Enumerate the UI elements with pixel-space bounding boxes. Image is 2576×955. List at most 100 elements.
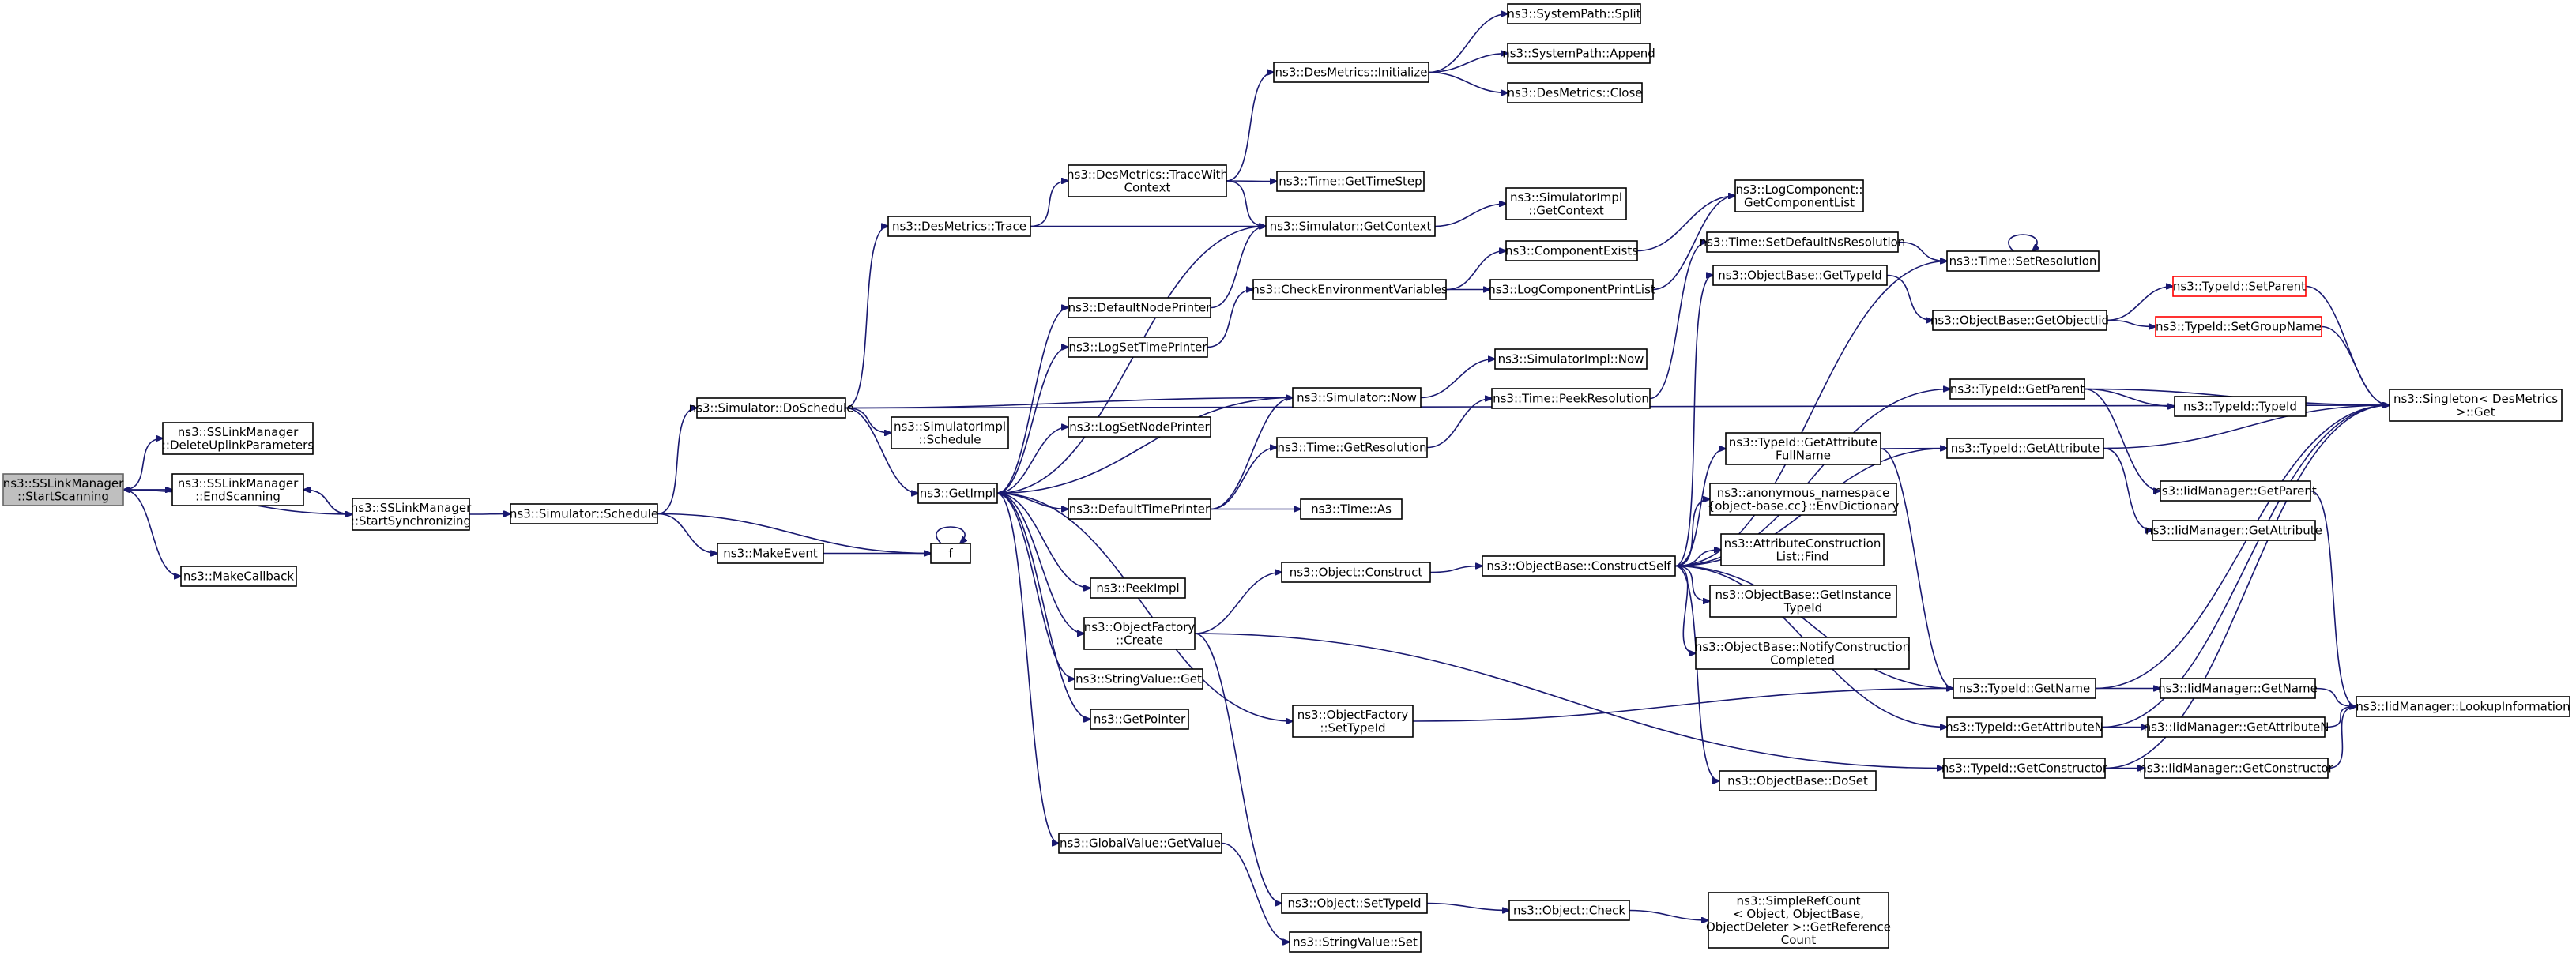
node-anon-envdict[interactable]: ns3::anonymous_namespace{object-base.cc}…	[1708, 483, 1900, 516]
node-objfactory-settypeid[interactable]: ns3::ObjectFactory::SetTypeId	[1292, 705, 1414, 738]
node-stringvalue-get[interactable]: ns3::StringValue::Get	[1074, 668, 1203, 690]
node-box	[1491, 388, 1651, 409]
node-simplerefcount[interactable]: ns3::SimpleRefCount< Object, ObjectBase,…	[1706, 892, 1891, 949]
edge-path	[1629, 909, 1708, 921]
node-globalvalue-getvalue[interactable]: ns3::GlobalValue::GetValue	[1058, 833, 1222, 854]
node-stringvalue-set[interactable]: ns3::StringValue::Set	[1289, 931, 1422, 953]
node-log-set-time-printer[interactable]: ns3::LogSetTimePrinter	[1068, 337, 1208, 358]
node-label: ns3::TypeId::SetParent	[2173, 280, 2306, 294]
node-start-sync[interactable]: ns3::SSLinkManager::StartSynchronizing	[351, 498, 472, 531]
node-typeid-getname[interactable]: ns3::TypeId::GetName	[1953, 678, 2096, 699]
node-objbase-notify[interactable]: ns3::ObjectBase::NotifyConstructionCompl…	[1695, 637, 1910, 670]
edge-get-impl-to-objfactory-create	[996, 492, 1084, 634]
node-log-comp-printlist[interactable]: ns3::LogComponentPrintList	[1488, 279, 1655, 300]
node-sp-append[interactable]: ns3::SystemPath::Append	[1502, 43, 1655, 64]
edge-path	[1674, 449, 1726, 567]
node-objfactory-create[interactable]: ns3::ObjectFactory::Create	[1083, 617, 1196, 650]
node-end-scanning[interactable]: ns3::SSLinkManager::EndScanning	[171, 473, 304, 506]
node-box	[1734, 179, 1864, 212]
node-peek-impl[interactable]: ns3::PeekImpl	[1090, 577, 1186, 599]
node-singleton-get[interactable]: ns3::Singleton< DesMetrics>::Get	[2389, 389, 2563, 422]
node-simimpl-schedule[interactable]: ns3::SimulatorImpl::Schedule	[891, 416, 1009, 449]
edge-path	[2106, 287, 2173, 321]
node-get-impl[interactable]: ns3::GetImpl	[917, 483, 998, 504]
node-f[interactable]: f	[930, 543, 971, 564]
node-default-node-printer[interactable]: ns3::DefaultNodePrinter	[1068, 297, 1212, 318]
node-iid-getattr[interactable]: ns3::IidManager::GetAttribute	[2145, 520, 2322, 541]
node-box	[887, 216, 1031, 237]
node-delete-uplink[interactable]: ns3::SSLinkManager::DeleteUplinkParamete…	[162, 422, 314, 455]
node-time-getres[interactable]: ns3::Time::GetResolution	[1276, 437, 1428, 458]
node-sim-now[interactable]: ns3::Simulator::Now	[1292, 387, 1422, 408]
edge-path	[1652, 196, 1735, 291]
node-iid-getparent[interactable]: ns3::IidManager::GetParent	[2154, 480, 2317, 502]
node-box	[891, 416, 1009, 449]
edge-get-impl-to-objfactory-settypeid	[996, 492, 1293, 722]
node-time-peekres[interactable]: ns3::Time::PeekResolution	[1491, 388, 1651, 409]
node-sim-schedule[interactable]: ns3::Simulator::Schedule	[510, 503, 658, 524]
node-label: ns3::LogComponentPrintList	[1488, 283, 1655, 297]
node-simimpl-now[interactable]: ns3::SimulatorImpl::Now	[1494, 348, 1648, 370]
node-time-timestep[interactable]: ns3::Time::GetTimeStep	[1276, 171, 1425, 192]
node-label: ns3::Time::GetResolution	[1278, 441, 1427, 455]
node-typeid-setgroupname[interactable]: ns3::TypeId::SetGroupName	[2155, 316, 2322, 337]
node-objbase-getobjecttid[interactable]: ns3::ObjectBase::GetObjectIid	[1930, 310, 2109, 331]
edge-path	[2106, 319, 2156, 327]
node-typeid-getattr[interactable]: ns3::TypeId::GetAttribute	[1946, 438, 2104, 459]
node-time-as[interactable]: ns3::Time::As	[1300, 498, 1403, 520]
node-sim-getcontext[interactable]: ns3::Simulator::GetContext	[1265, 216, 1436, 237]
node-sp-split[interactable]: ns3::SystemPath::Split	[1507, 3, 1641, 24]
node-log-set-node-printer[interactable]: ns3::LogSetNodePrinter	[1068, 416, 1211, 438]
node-object-check[interactable]: ns3::Object::Check	[1508, 900, 1630, 921]
node-get-pointer[interactable]: ns3::GetPointer	[1090, 709, 1189, 730]
node-des-close[interactable]: ns3::DesMetrics::Close	[1507, 82, 1643, 103]
edge-typeid-getattr-to-singleton-get	[2103, 405, 2390, 449]
node-object-construct[interactable]: ns3::Object::Construct	[1281, 562, 1431, 583]
edge-sim-now-to-simimpl-now	[1420, 359, 1495, 399]
node-logcomp-list[interactable]: ns3::LogComponent::GetComponentList	[1734, 179, 1864, 212]
node-iid-getname[interactable]: ns3::IidManager::GetName	[2158, 678, 2318, 699]
edge-path	[996, 492, 1090, 588]
edge-typeid-getconstructor-to-singleton-get	[2104, 405, 2390, 769]
node-des-trace[interactable]: ns3::DesMetrics::Trace	[887, 216, 1031, 237]
node-objbase-doset[interactable]: ns3::ObjectBase::DoSet	[1719, 770, 1877, 791]
node-label: ns3::DesMetrics::Trace	[892, 220, 1026, 234]
node-des-init[interactable]: ns3::DesMetrics::Initialize	[1273, 62, 1429, 83]
node-typeid-getconstructor[interactable]: ns3::TypeId::GetConstructor	[1941, 758, 2108, 779]
node-typeid-getparent[interactable]: ns3::TypeId::GetParent	[1949, 378, 2085, 400]
node-objbase-construct[interactable]: ns3::ObjectBase::ConstructSelf	[1482, 555, 1676, 577]
node-iid-lookup[interactable]: ns3::IidManager::LookupInformation	[2356, 696, 2570, 717]
node-object-settypeid[interactable]: ns3::Object::SetTypeId	[1281, 893, 1428, 914]
node-make-event[interactable]: ns3::MakeEvent	[717, 543, 824, 564]
node-start-scanning[interactable]: ns3::SSLinkManager::StartScanning	[2, 473, 124, 506]
node-time-setdefaultns[interactable]: ns3::Time::SetDefaultNsResolution	[1700, 231, 1906, 253]
node-make-callback[interactable]: ns3::MakeCallback	[180, 566, 297, 587]
node-typeid-getattrn[interactable]: ns3::TypeId::GetAttributeN	[1945, 716, 2103, 738]
edge-objbase-construct-to-typeid-getattrfullname	[1674, 449, 1726, 567]
node-typeid-typeid[interactable]: ns3::TypeId::TypeId	[2174, 396, 2307, 417]
node-time-setres[interactable]: ns3::Time::SetResolution	[1946, 250, 2100, 272]
node-simimpl-getcontext[interactable]: ns3::SimulatorImpl::GetContext	[1505, 187, 1627, 220]
node-label: ns3::Object::Construct	[1290, 566, 1423, 580]
node-iid-getconstructor[interactable]: ns3::IidManager::GetConstructor	[2139, 758, 2334, 779]
node-label: ns3::GetPointer	[1094, 712, 1186, 727]
node-default-time-printer[interactable]: ns3::DefaultTimePrinter	[1068, 498, 1211, 520]
edge-path	[1445, 251, 1506, 291]
edge-des-trace-to-des-trace-ctx	[1030, 181, 1068, 227]
edge-path	[1210, 448, 1277, 510]
node-check-env[interactable]: ns3::CheckEnvironmentVariables	[1252, 279, 1448, 300]
node-iid-getattrn[interactable]: ns3::IidManager::GetAttributeN	[2144, 716, 2329, 738]
edge-path	[1194, 573, 1282, 634]
edge-path	[2305, 285, 2390, 406]
node-box	[2356, 696, 2570, 717]
node-typeid-setparent[interactable]: ns3::TypeId::SetParent	[2172, 276, 2307, 297]
node-sim-doschedule[interactable]: ns3::Simulator::DoSchedule	[689, 397, 854, 419]
node-label: ns3::Simulator::GetContext	[1270, 220, 1432, 234]
node-label: ns3::TypeId::GetConstructor	[1941, 761, 2108, 776]
node-objbase-gettypeid[interactable]: ns3::ObjectBase::GetTypeId	[1712, 265, 1888, 286]
node-comp-exists[interactable]: ns3::ComponentExists	[1505, 240, 1638, 261]
